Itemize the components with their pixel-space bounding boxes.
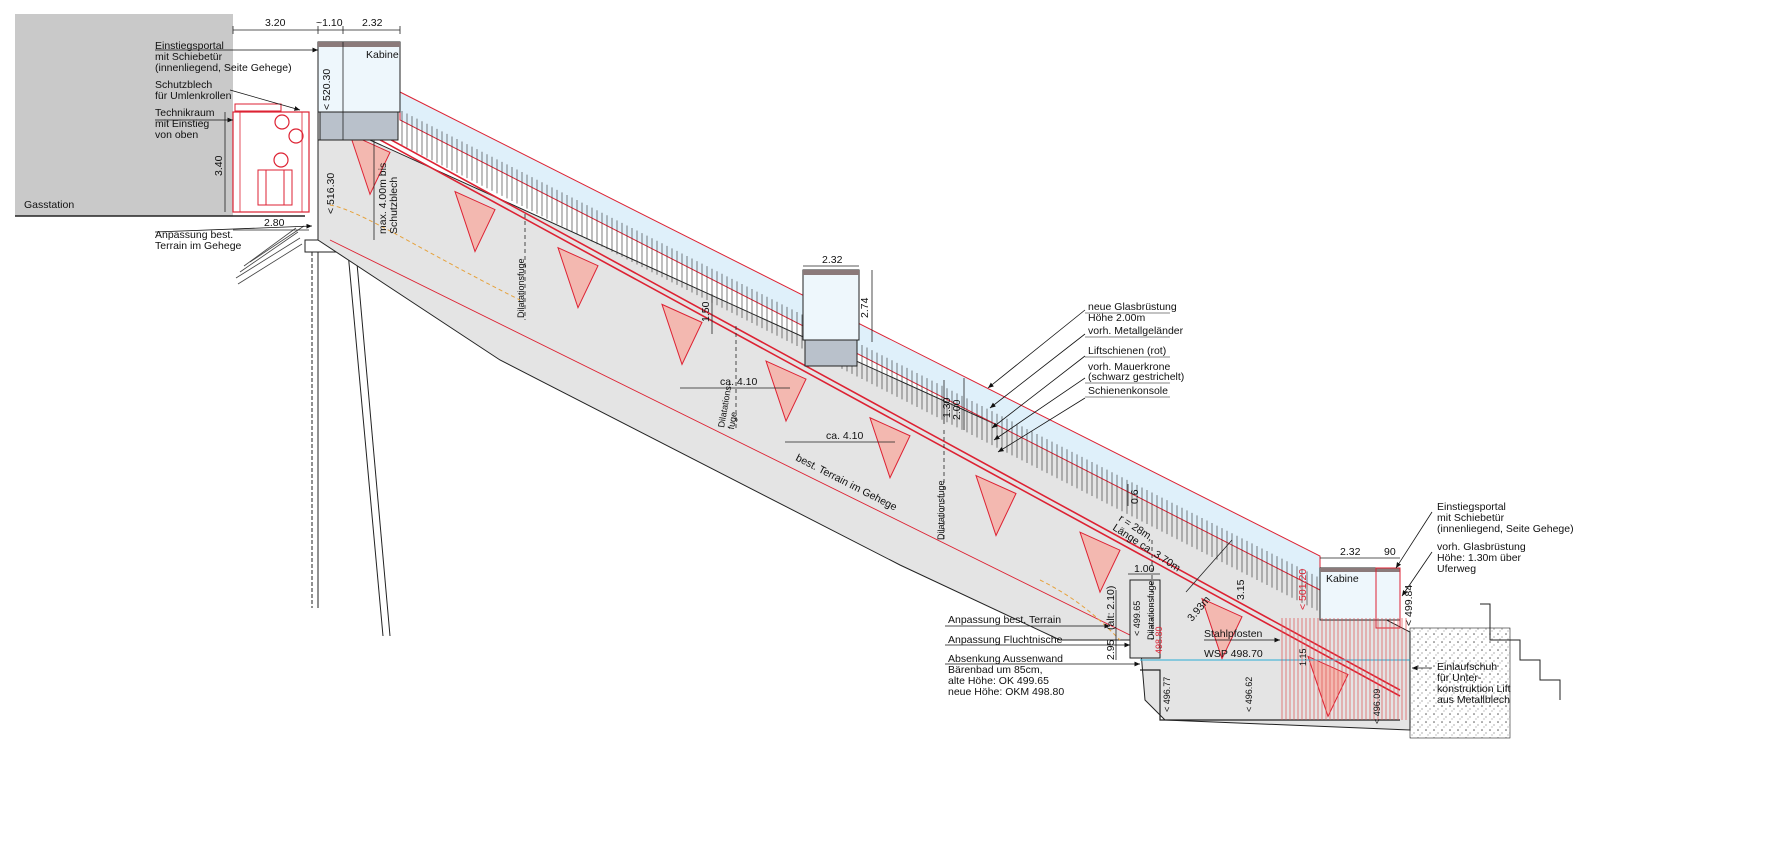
dim-1-15: 1.15 (1298, 648, 1308, 666)
cabin-middle (802, 269, 860, 367)
dim-2-00: 2.00 (951, 399, 963, 420)
lvl-496-77: < 496.77 (1162, 677, 1172, 712)
dilatation-label-4: Dilatationsfuge (1146, 580, 1156, 640)
terrain-line (329, 239, 1141, 641)
max-distance-label: max. 4.00m bisSchutzblech (377, 163, 400, 234)
rail-console (557, 246, 599, 310)
lvl-496-09: < 496.09 (1372, 689, 1382, 724)
stahlpfosten-label: Stahlpfosten (1204, 628, 1263, 640)
dim-1-50: 1.50 (700, 301, 712, 322)
dim-3-15: 3.15 (1235, 579, 1247, 600)
dim-2-32-top: 2.32 (362, 17, 383, 29)
einlaufschuh-hatch (1281, 618, 1407, 720)
dim-2-10: (alt: 2.10) (1105, 586, 1117, 630)
cabin-bottom-label: Kabine (1326, 573, 1359, 585)
dim-0-6: 0.6 (1129, 489, 1141, 504)
rail-console (975, 474, 1017, 537)
dim-1-30: 1.30 (941, 397, 953, 418)
dim-bottom-cabin-width: 2.32 (1340, 546, 1361, 558)
dilatation-joints (524, 214, 1153, 640)
dimension-lines (224, 26, 1400, 660)
rail-console (869, 416, 911, 480)
cabin-top: Kabine (317, 41, 401, 141)
bottom-pool-structure (1129, 579, 1561, 739)
cabin-top-label: Kabine (366, 49, 399, 61)
liftschienen-label: Liftschienen (rot) (1088, 345, 1166, 357)
lvl-499-65: < 499.65 (1132, 601, 1142, 636)
lvl-498-80: 498.80 (1154, 626, 1164, 654)
dim-90: 90 (1384, 546, 1396, 558)
dim-3-40: 3.40 (213, 155, 225, 176)
anpassung-fluchtnische-label: Anpassung Fluchtnische (948, 634, 1063, 646)
lvl-496-62: < 496.62 (1244, 677, 1254, 712)
dim-516-30: < 516.30 (325, 173, 337, 214)
dim-1-10: ~1.10 (316, 17, 343, 29)
dilatation-label-3: Dilatationsfuge (936, 480, 946, 540)
rail-console (1201, 597, 1243, 661)
technikraum (232, 103, 348, 213)
rail-console (661, 303, 703, 366)
existing-terrain-hatch (235, 225, 305, 285)
lift-rail-lower (339, 117, 1401, 697)
gasstation-building (15, 14, 233, 216)
gasstation-label: Gasstation (24, 199, 74, 211)
dim-2-95: 2.95 (1105, 639, 1117, 660)
dim-499-84: < 499.84 (1403, 585, 1415, 626)
terrain-dashed-bottom (1039, 579, 1121, 641)
anpassung-terrain-top-label: Anpassung best.Terrain im Gehege (155, 229, 242, 252)
dim-520-30: < 520.30 (321, 69, 333, 110)
dim-2-80: 2.80 (264, 217, 285, 229)
rail-console (349, 133, 391, 196)
schienenkonsole-label: Schienenkonsole (1088, 385, 1168, 397)
dim-1-00: 1.00 (1134, 563, 1155, 575)
dim-501-20: < 501.20 (1297, 569, 1309, 610)
metallgelaender-label: vorh. Metallgeländer (1088, 325, 1184, 337)
rail-console (1079, 531, 1121, 594)
dim-ca-4-10-a: ca. 4.10 (720, 376, 758, 388)
cabin-bottom: Kabine (1319, 567, 1401, 629)
dim-mid-cabin-width: 2.32 (822, 254, 843, 266)
dim-ca-4-10-b: ca. 4.10 (826, 430, 864, 442)
lift-rail-upper (339, 111, 1401, 691)
rail-console (765, 360, 807, 423)
dim-mid-cabin-height: 2.74 (859, 297, 871, 318)
wsp-label: WSP 498.70 (1204, 648, 1263, 660)
leader-lines (154, 47, 1433, 671)
rail-console (454, 190, 496, 253)
dim-3-20: 3.20 (265, 17, 286, 29)
dilatation-label-1: Dilatationsfuge (516, 258, 526, 318)
mauerkrone-label: vorh. Mauerkrone(schwarz gestrichelt) (1088, 361, 1184, 383)
anpassung-terrain-bottom-label: Anpassung best. Terrain (948, 614, 1061, 626)
